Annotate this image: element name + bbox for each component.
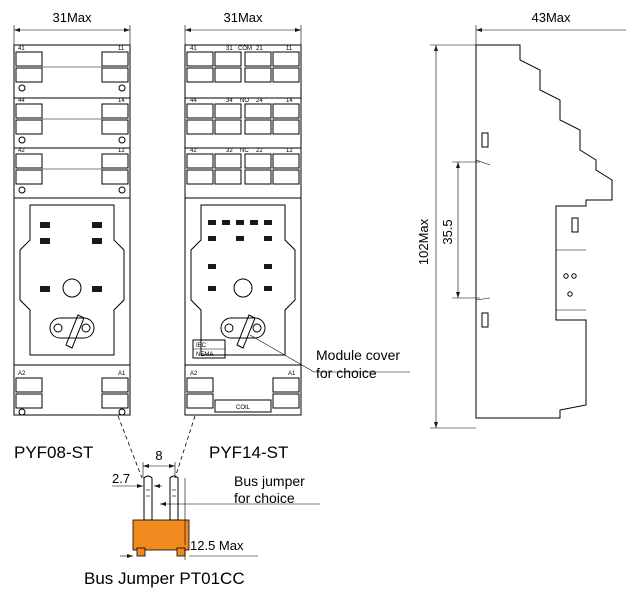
bus-jumper-label-1: Bus jumper bbox=[234, 473, 305, 489]
terminal-label: 14 bbox=[118, 98, 125, 104]
terminal-label: 14 bbox=[286, 98, 293, 104]
coil-terminals: A2 A1 bbox=[15, 371, 129, 416]
jumper-dash-right bbox=[174, 415, 196, 479]
side-view bbox=[475, 44, 613, 419]
coil-terminals: A2 A1 COIL bbox=[186, 371, 300, 413]
terminal-row: 42 12 bbox=[15, 148, 129, 194]
terminal-label: A1 bbox=[118, 371, 126, 377]
model-label-middle: PYF14-ST bbox=[209, 443, 288, 462]
terminal-label: 12 bbox=[118, 148, 125, 154]
terminal-label: 11 bbox=[118, 46, 125, 52]
terminal-label: A2 bbox=[18, 371, 26, 377]
model-label-left: PYF08-ST bbox=[14, 443, 93, 462]
terminal-label: 44 bbox=[190, 98, 197, 104]
dimension-width-side: 43Max bbox=[475, 10, 626, 46]
bus-jumper: 8 2.7 Bus jumper for choice 12.5 Max bbox=[112, 448, 320, 560]
jumper-height-label: 12.5 Max bbox=[190, 538, 244, 553]
bus-jumper-label-2: for choice bbox=[234, 490, 295, 506]
width-middle-label: 31Max bbox=[223, 10, 263, 25]
bus-jumper-title: Bus Jumper PT01CC bbox=[84, 569, 245, 588]
dimension-width-middle: 31Max bbox=[184, 10, 302, 45]
terminal-label: 32 bbox=[226, 148, 233, 154]
rail-label: 35.5 bbox=[440, 219, 455, 244]
terminal-label: 42 bbox=[18, 148, 25, 154]
terminal-label: 22 bbox=[256, 148, 263, 154]
module-cover-leader bbox=[249, 334, 315, 373]
socket-pyf14-st: 41 31 COM 21 11 44 34 NO 24 14 42 32 NC … bbox=[184, 44, 302, 416]
module-cover: IEC NEMA bbox=[192, 339, 226, 359]
terminal-label: 41 bbox=[18, 46, 25, 52]
terminal-label: 21 bbox=[256, 46, 263, 52]
relay-pocket bbox=[19, 204, 125, 356]
terminal-label: 24 bbox=[256, 98, 263, 104]
terminal-row: 41 31 COM 21 11 bbox=[186, 46, 300, 83]
module-cover-label-1: Module cover bbox=[316, 347, 400, 363]
dimension-height-side: 102Max bbox=[416, 44, 476, 429]
jumper-body bbox=[132, 519, 190, 551]
width-left-label: 31Max bbox=[52, 10, 92, 25]
terminal-row: 44 34 NO 24 14 bbox=[186, 98, 300, 135]
terminal-label: 41 bbox=[190, 46, 197, 52]
terminal-label: 34 bbox=[226, 98, 233, 104]
coil-label: COIL bbox=[236, 405, 251, 411]
dimension-rail: 35.5 bbox=[440, 161, 480, 299]
jumper-pitch-label: 8 bbox=[155, 448, 162, 463]
jumper-pin-label: 2.7 bbox=[112, 471, 130, 486]
module-cover-iec: IEC bbox=[196, 343, 207, 349]
terminal-label: 12 bbox=[286, 148, 293, 154]
terminal-label: 11 bbox=[286, 46, 293, 52]
terminal-label: A1 bbox=[288, 371, 296, 377]
terminal-label: A2 bbox=[190, 371, 198, 377]
terminal-row: 42 32 NC 22 12 bbox=[186, 148, 300, 185]
terminal-label: 42 bbox=[190, 148, 197, 154]
terminal-label: NC bbox=[240, 148, 249, 154]
dimension-width-left: 31Max bbox=[13, 10, 131, 45]
jumper-dash-left bbox=[117, 415, 143, 479]
terminal-row: 44 14 bbox=[15, 98, 129, 144]
height-side-label: 102Max bbox=[416, 218, 431, 265]
terminal-row: 41 11 bbox=[15, 46, 129, 92]
terminal-label: NO bbox=[240, 98, 249, 104]
terminal-label: COM bbox=[238, 46, 252, 52]
width-side-label: 43Max bbox=[531, 10, 571, 25]
socket-pyf08-st: 41 11 44 14 42 12 bbox=[13, 44, 131, 416]
terminal-label: 31 bbox=[226, 46, 233, 52]
terminal-label: 44 bbox=[18, 98, 25, 104]
relay-pocket bbox=[190, 204, 296, 356]
module-cover-nema: NEMA bbox=[196, 352, 213, 358]
module-cover-label-2: for choice bbox=[316, 365, 377, 381]
